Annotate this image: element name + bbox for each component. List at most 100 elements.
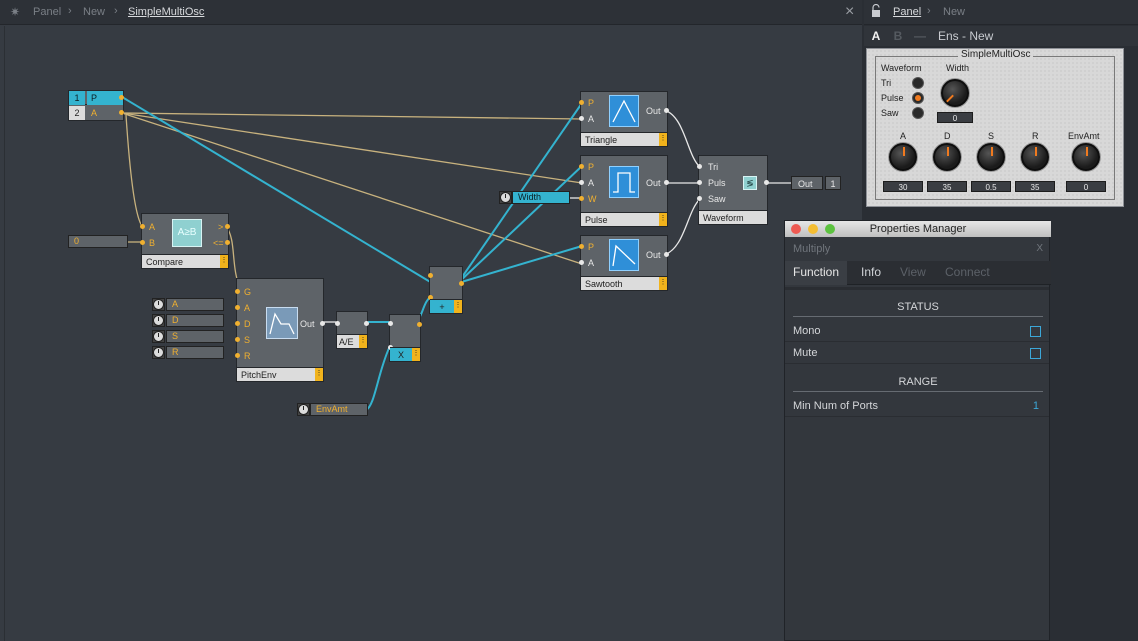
port-dot[interactable] — [320, 321, 325, 326]
port-a[interactable]: A — [149, 222, 156, 232]
sawtooth-module[interactable]: P A Out Sawtooth ⋮ — [579, 235, 669, 291]
port-dot[interactable] — [697, 196, 702, 201]
output-port-dot[interactable] — [119, 95, 124, 100]
dropdown-icon[interactable]: ⋮ — [659, 133, 667, 146]
tab-info[interactable]: Info — [861, 265, 882, 279]
port-dot[interactable] — [459, 281, 464, 286]
port-dot[interactable] — [664, 180, 669, 185]
min-ports-value[interactable]: 1 — [1032, 400, 1039, 412]
dropdown-icon[interactable]: ⋮ — [315, 368, 323, 381]
port-dot[interactable] — [579, 116, 584, 121]
port-dot[interactable] — [335, 321, 340, 326]
module-label[interactable]: X ⋮ — [390, 347, 420, 361]
breadcrumb-panel[interactable]: Panel — [893, 6, 922, 18]
port-a[interactable]: A — [588, 258, 595, 268]
sustain-control[interactable]: S — [166, 330, 224, 343]
radio-pulse[interactable] — [912, 92, 924, 104]
radio-tri[interactable] — [912, 77, 924, 89]
port-dot[interactable] — [664, 252, 669, 257]
tab-view[interactable]: View — [900, 265, 926, 279]
input-module[interactable]: 1 P 2 A — [68, 90, 124, 121]
breadcrumb-new[interactable]: New — [83, 6, 106, 18]
breadcrumb-panel[interactable]: Panel — [33, 6, 62, 18]
dropdown-icon[interactable]: ⋮ — [454, 300, 462, 313]
port-r[interactable]: R — [244, 351, 251, 361]
sustain-knob[interactable] — [977, 143, 1005, 171]
tab-a[interactable]: A — [871, 29, 881, 43]
dropdown-icon[interactable]: ⋮ — [220, 255, 228, 268]
dropdown-icon[interactable]: ⋮ — [412, 348, 420, 361]
port-dot[interactable] — [140, 224, 145, 229]
port-out[interactable]: Out — [646, 106, 661, 116]
port-dot[interactable] — [235, 337, 240, 342]
tab-b[interactable]: B — [893, 29, 903, 43]
dropdown-icon[interactable]: ⋮ — [659, 213, 667, 226]
maximize-window-icon[interactable] — [825, 224, 835, 234]
attack-control[interactable]: A — [166, 298, 224, 311]
port-dot[interactable] — [579, 196, 584, 201]
width-control[interactable]: Width — [512, 191, 570, 204]
port-dot[interactable] — [697, 164, 702, 169]
port-dot[interactable] — [428, 273, 433, 278]
port-dot[interactable] — [364, 321, 369, 326]
triangle-module[interactable]: P A Out Triangle ⋮ — [579, 91, 669, 147]
module-label[interactable]: + ⋮ — [430, 299, 462, 313]
module-label[interactable]: PitchEnv ⋮ — [237, 367, 323, 381]
breadcrumb-simplemultiosc[interactable]: SimpleMultiOsc — [128, 6, 205, 18]
port-a[interactable]: A — [244, 303, 251, 313]
input-row-p[interactable]: 1 P — [69, 91, 123, 105]
port-w[interactable]: W — [588, 194, 597, 204]
close-window-icon[interactable] — [791, 224, 801, 234]
knob-icon-box[interactable] — [152, 314, 165, 327]
output-port-dot[interactable] — [119, 110, 124, 115]
minimize-window-icon[interactable] — [808, 224, 818, 234]
envamt-knob[interactable] — [1072, 143, 1100, 171]
module-label[interactable]: A/E ⋮ — [337, 334, 367, 348]
release-knob[interactable] — [1021, 143, 1049, 171]
port-dot[interactable] — [579, 260, 584, 265]
port-dot[interactable] — [579, 180, 584, 185]
port-p[interactable]: P — [588, 242, 595, 252]
release-control[interactable]: R — [166, 346, 224, 359]
mono-checkbox[interactable] — [1030, 326, 1041, 337]
port-dot[interactable] — [764, 180, 769, 185]
port-dot[interactable] — [579, 100, 584, 105]
waveform-module[interactable]: Tri Puls Saw ≶ Waveform — [697, 155, 769, 225]
knob-icon-box[interactable] — [152, 330, 165, 343]
port-dot[interactable] — [235, 305, 240, 310]
structure-canvas[interactable]: 1 P 2 A 0 A B A≥B > <= Compare ⋮ — [4, 26, 862, 641]
ae-module[interactable]: A/E ⋮ — [335, 311, 369, 349]
dropdown-icon[interactable]: ⋮ — [659, 277, 667, 290]
port-p[interactable]: P — [588, 162, 595, 172]
port-dot[interactable] — [664, 108, 669, 113]
dropdown-icon[interactable]: ⋮ — [359, 335, 367, 348]
envamt-control[interactable]: EnvAmt — [310, 403, 368, 416]
close-icon[interactable]: × — [845, 3, 855, 20]
port-out[interactable]: Out — [646, 178, 661, 188]
close-icon[interactable]: X — [1036, 243, 1043, 254]
port-p[interactable]: P — [588, 98, 595, 108]
multiply-module[interactable]: X ⋮ — [388, 314, 422, 362]
bug-icon[interactable]: ✷ — [10, 5, 21, 19]
input-row-a[interactable]: 2 A — [69, 106, 123, 120]
knob-icon-box[interactable] — [499, 191, 512, 204]
port-le[interactable]: <= — [213, 238, 224, 248]
port-b[interactable]: B — [149, 238, 156, 248]
width-knob[interactable] — [941, 79, 969, 107]
port-dot[interactable] — [235, 321, 240, 326]
knob-icon-box[interactable] — [297, 403, 310, 416]
port-dot[interactable] — [697, 180, 702, 185]
decay-knob[interactable] — [933, 143, 961, 171]
module-label[interactable]: Sawtooth ⋮ — [581, 276, 667, 290]
pitchenv-module[interactable]: G A D S R Out PitchEnv ⋮ — [235, 278, 325, 382]
port-out[interactable]: Out — [646, 250, 661, 260]
port-a[interactable]: A — [588, 178, 595, 188]
module-label[interactable]: Pulse ⋮ — [581, 212, 667, 226]
port-out[interactable]: Out — [300, 319, 315, 329]
port-dot[interactable] — [428, 295, 433, 300]
tab-connect[interactable]: Connect — [945, 265, 990, 279]
port-gt[interactable]: > — [218, 222, 224, 232]
port-d[interactable]: D — [244, 319, 251, 329]
add-module[interactable]: + ⋮ — [428, 266, 464, 314]
properties-titlebar[interactable]: Properties Manager — [785, 221, 1051, 237]
